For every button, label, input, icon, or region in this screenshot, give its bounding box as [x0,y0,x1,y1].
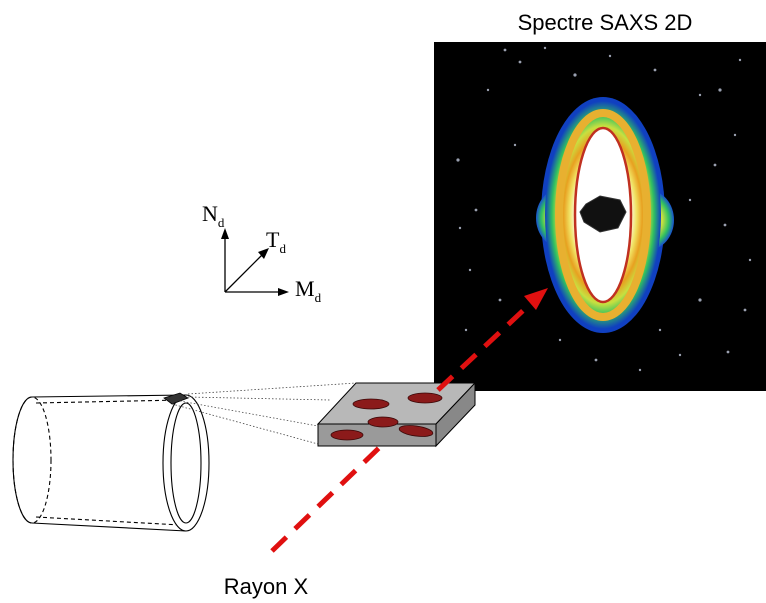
beamstop [579,195,627,233]
platelet [407,392,443,404]
tube-back-end [12,396,52,524]
n-axis-arrowhead [221,228,229,239]
axis-label-m: Md [295,276,322,305]
beam-label: Rayon X [224,574,309,599]
platelet [398,425,434,437]
xray-beam [270,288,548,553]
axis-label-t: Td [266,227,286,256]
platelet [352,398,390,410]
figure-title: Spectre SAXS 2D [518,10,693,35]
tube-bottom-edge [31,522,187,532]
beam-arrowhead [524,288,548,310]
orientation-axes [221,228,289,296]
t-axis-arrowhead [258,248,269,259]
m-axis-arrowhead [278,288,289,296]
sample-side-face [435,381,476,448]
zoom-guide-lines [171,382,357,445]
platelet [330,429,364,441]
sample-slab [316,381,477,448]
tube-cylinder [12,394,210,532]
tube-front-end [162,394,210,532]
tube-sample-marker [163,392,189,405]
platelets [330,392,443,441]
background-noise-dots [456,46,752,372]
saxs-pattern [434,42,766,391]
scattering-halo-band [555,109,651,321]
tube-top-edge [31,394,187,398]
platelet [367,416,399,428]
axis-label-n: Nd [202,201,225,230]
beam-scattered [436,304,530,392]
beam-incident [270,445,382,553]
